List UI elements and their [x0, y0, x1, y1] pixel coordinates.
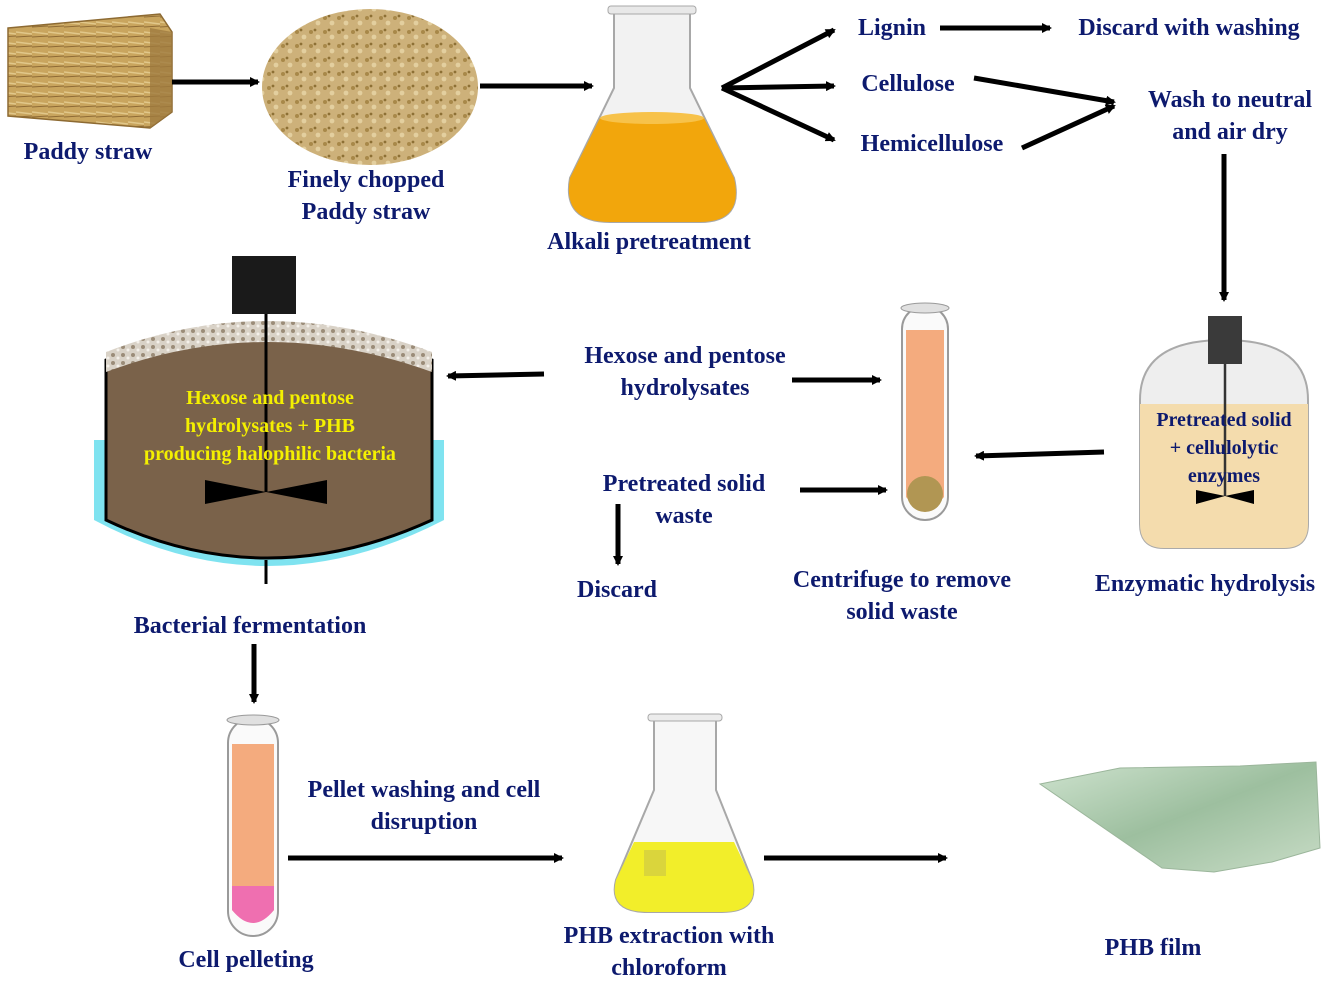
- label-fermenter-line1: Hexose and pentose: [186, 387, 354, 409]
- phb-extraction-flask-image: [613, 713, 755, 913]
- label-cell-pelleting: Cell pelleting: [178, 947, 314, 973]
- label-enzymatic-hydrolysis: Enzymatic hydrolysis: [1094, 571, 1316, 597]
- label-vessel-line1: Pretreated solid: [1156, 409, 1292, 431]
- arrow-alkali-to-lignin: [720, 27, 836, 91]
- label-centrifuge-line2: solid waste: [846, 599, 958, 625]
- label-finely-chopped: Finely chopped Paddy straw: [256, 164, 476, 228]
- arrow-alkali-to-cellulose: [721, 81, 836, 92]
- label-vessel-line3: enzymes: [1187, 465, 1261, 487]
- label-phb-extraction: PHB extraction with chloroform: [540, 920, 798, 984]
- label-wash-line2: and air dry: [1172, 119, 1288, 145]
- arrow-hemicellulose-to-wash: [1020, 103, 1116, 151]
- label-wash-neutral: Wash to neutral and air dry: [1120, 84, 1333, 148]
- label-pellet-washing-line1: Pellet washing and cell: [307, 777, 541, 803]
- centrifuge-tube-image: [900, 302, 950, 521]
- label-paddy-straw: Paddy straw: [23, 139, 153, 165]
- label-phb-film: PHB film: [1104, 935, 1202, 961]
- arrow-vessel-to-tube: [974, 449, 1105, 461]
- flow-arrows: [172, 23, 1229, 863]
- label-hexose-hydrolysates: Hexose and pentose hydrolysates: [556, 340, 814, 404]
- arrow-cellulose-to-wash: [973, 75, 1116, 106]
- label-vessel-contents: Pretreated solid + cellulolytic enzymes: [1138, 406, 1310, 490]
- label-vessel-line2: + cellulolytic: [1169, 437, 1279, 459]
- label-centrifuge: Centrifuge to remove solid waste: [770, 564, 1034, 628]
- label-hydrolysates-line2: hydrolysates: [620, 375, 750, 401]
- label-phb-extraction-line1: PHB extraction with: [563, 923, 775, 949]
- arrow-hydrolysates-to-fermenter: [446, 370, 545, 381]
- label-hemicellulose: Hemicellulose: [860, 131, 1004, 157]
- label-finely-chopped-line1: Finely chopped: [287, 167, 445, 193]
- label-discard: Discard: [577, 577, 657, 603]
- label-hydrolysates-line1: Hexose and pentose: [584, 343, 786, 369]
- label-finely-chopped-line2: Paddy straw: [301, 199, 431, 225]
- label-pellet-washing: Pellet washing and cell disruption: [282, 774, 566, 838]
- label-lignin: Lignin: [857, 15, 927, 41]
- label-pellet-washing-line2: disruption: [370, 809, 478, 835]
- fermenter-vessel-image: [94, 256, 444, 584]
- label-fermenter-line2: hydrolysates + PHB: [185, 415, 355, 437]
- label-fermenter-line3: producing halophilic bacteria: [144, 443, 396, 465]
- phb-film-image: [1038, 761, 1321, 873]
- label-fermenter-contents: Hexose and pentose hydrolysates + PHB pr…: [110, 384, 430, 468]
- enzymatic-vessel-image: [1139, 316, 1309, 549]
- label-pretreated-solid-waste: Pretreated solid waste: [580, 468, 788, 532]
- label-wash-line1: Wash to neutral: [1147, 87, 1312, 113]
- label-bacterial-fermentation: Bacterial fermentation: [133, 613, 367, 639]
- label-alkali-pretreatment: Alkali pretreatment: [547, 229, 751, 255]
- label-centrifuge-line1: Centrifuge to remove: [792, 567, 1012, 593]
- chopped-straw-image: [262, 9, 478, 165]
- label-pretreated-waste-line1: Pretreated solid: [602, 471, 766, 497]
- label-discard-with-washing: Discard with washing: [1078, 15, 1300, 41]
- label-pretreated-waste-line2: waste: [655, 503, 713, 529]
- arrow-alkali-to-hemicellulose: [720, 85, 836, 143]
- alkali-flask-image: [567, 5, 737, 223]
- hay-bale-image: [7, 13, 173, 129]
- label-phb-extraction-line2: chloroform: [611, 955, 727, 981]
- label-cellulose: Cellulose: [861, 71, 955, 97]
- cell-pelleting-tube-image: [226, 714, 280, 937]
